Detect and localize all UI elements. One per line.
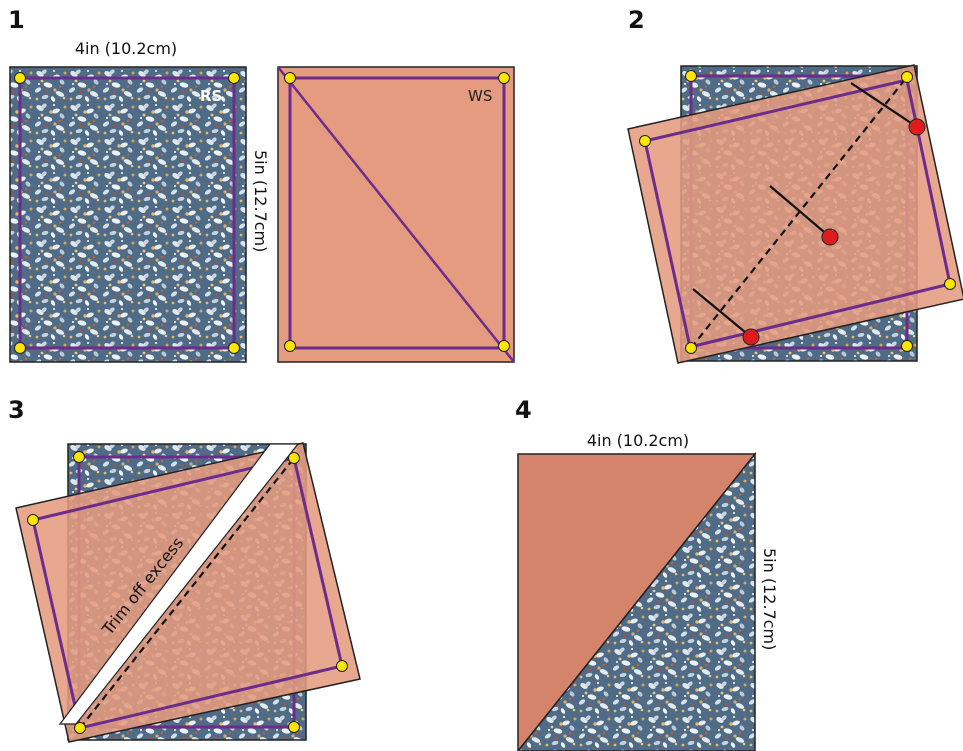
width-label-4: 4in (10.2cm) (587, 431, 689, 450)
half-square-triangle (517, 451, 757, 751)
step-2: 2 (627, 6, 963, 364)
dashed-diagonal (690, 76, 908, 349)
pin-shaft (850, 82, 918, 128)
corner-dot (27, 514, 39, 526)
pin-head (908, 118, 926, 136)
wrong-side-label: WS (468, 87, 492, 105)
step-1: 1 4in (10.2cm) RS 5in (12.7cm) WS (8, 6, 515, 363)
corner-dot (498, 340, 510, 352)
corner-dot (284, 72, 296, 84)
corner-dot (685, 70, 697, 82)
corner-dot (284, 340, 296, 352)
corner-dot (228, 342, 240, 354)
step-number-1: 1 (8, 6, 25, 34)
step-number-3: 3 (8, 396, 25, 424)
rotated-solid-fabric (627, 64, 963, 364)
corner-dot (685, 342, 697, 354)
pin-head (742, 328, 760, 346)
width-label-1: 4in (10.2cm) (75, 39, 177, 58)
corner-dot (74, 722, 86, 734)
pin-shaft (692, 288, 752, 338)
corner-dot (901, 71, 913, 83)
corner-dot (14, 342, 26, 354)
corner-dot (336, 660, 348, 672)
step-number-2: 2 (628, 6, 645, 34)
pin-shaft (769, 185, 831, 238)
solid-fabric-square: WS (277, 66, 515, 363)
corner-dot (498, 72, 510, 84)
step-3: 3 Trim off excess (8, 396, 361, 743)
corner-dot (639, 135, 651, 147)
corner-dot (14, 72, 26, 84)
printed-triangle (517, 451, 756, 751)
right-side-label: RS (200, 87, 222, 105)
corner-dot (228, 72, 240, 84)
step-4: 4 4in (10.2cm) 5in (12.7cm) (515, 396, 779, 751)
corner-dot (73, 451, 85, 463)
diagonal-line (277, 66, 515, 363)
pin-head (821, 228, 839, 246)
corner-dot (288, 452, 300, 464)
pins (692, 82, 926, 346)
corner-dot (901, 340, 913, 352)
dashed-diagonal (79, 457, 295, 729)
corner-dot (288, 721, 300, 733)
height-label-1: 5in (12.7cm) (251, 150, 270, 252)
step-number-4: 4 (515, 396, 532, 424)
height-label-4: 5in (12.7cm) (760, 548, 779, 650)
printed-fabric-square: RS (9, 66, 247, 363)
corner-dot (944, 278, 956, 290)
